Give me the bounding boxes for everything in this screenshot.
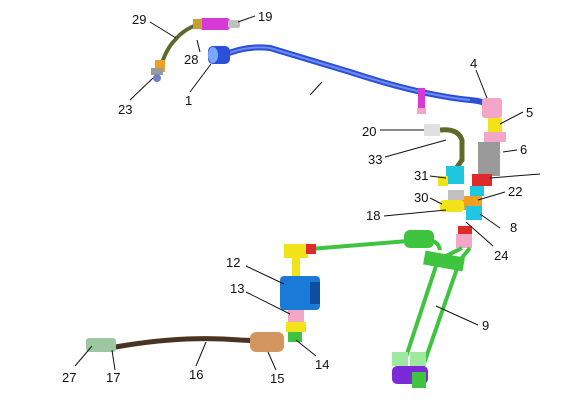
callout-30: 30: [414, 190, 428, 205]
part-31-fitting: [446, 166, 464, 184]
callout-9: 9: [482, 318, 489, 333]
callout-8: 8: [510, 220, 517, 235]
callout-4: 4: [470, 56, 477, 71]
callout-14: 14: [315, 357, 329, 372]
pump-block-assembly: [280, 244, 320, 342]
callout-12: 12: [226, 255, 240, 270]
callout-1: 1: [185, 93, 192, 108]
callout-19: 19: [258, 9, 272, 24]
callout-18: 18: [366, 208, 380, 223]
callout-33: 33: [368, 152, 382, 167]
part-8-tee: [466, 206, 482, 220]
callout-15: 15: [270, 371, 284, 386]
part-17-fitting: [86, 338, 116, 352]
part-5-nut: [488, 118, 502, 132]
callout-13: 13: [230, 281, 244, 296]
callout-27: 27: [62, 370, 76, 385]
callout-23: 23: [118, 102, 132, 117]
callout-31: 31: [414, 168, 428, 183]
part-30-fitting: [440, 200, 464, 212]
part-15-coupling: [250, 332, 284, 352]
upper-left-hose-assembly: [151, 18, 240, 82]
callout-22: 22: [508, 184, 522, 199]
callout-17: 17: [106, 370, 120, 385]
part-19-fitting: [200, 18, 230, 30]
callout-16: 16: [189, 367, 203, 382]
blue-pipe-assembly: [208, 44, 498, 114]
callout-20: 20: [362, 124, 376, 139]
part-6-filter: [478, 142, 500, 176]
callout-labels: 29 28 19 23 1 4 5 6 22 8 24 20 33 31 30 …: [62, 9, 533, 386]
part-4-elbow: [482, 98, 502, 118]
callout-24: 24: [494, 248, 508, 263]
callout-6: 6: [520, 142, 527, 157]
callout-29: 29: [132, 12, 146, 27]
middle-fitting-group: [424, 124, 465, 212]
callout-28: 28: [184, 52, 198, 67]
leader-lines: [74, 15, 541, 371]
callout-5: 5: [526, 105, 533, 120]
green-pipe-assembly: [297, 230, 472, 388]
lower-hose-assembly: [86, 332, 284, 352]
